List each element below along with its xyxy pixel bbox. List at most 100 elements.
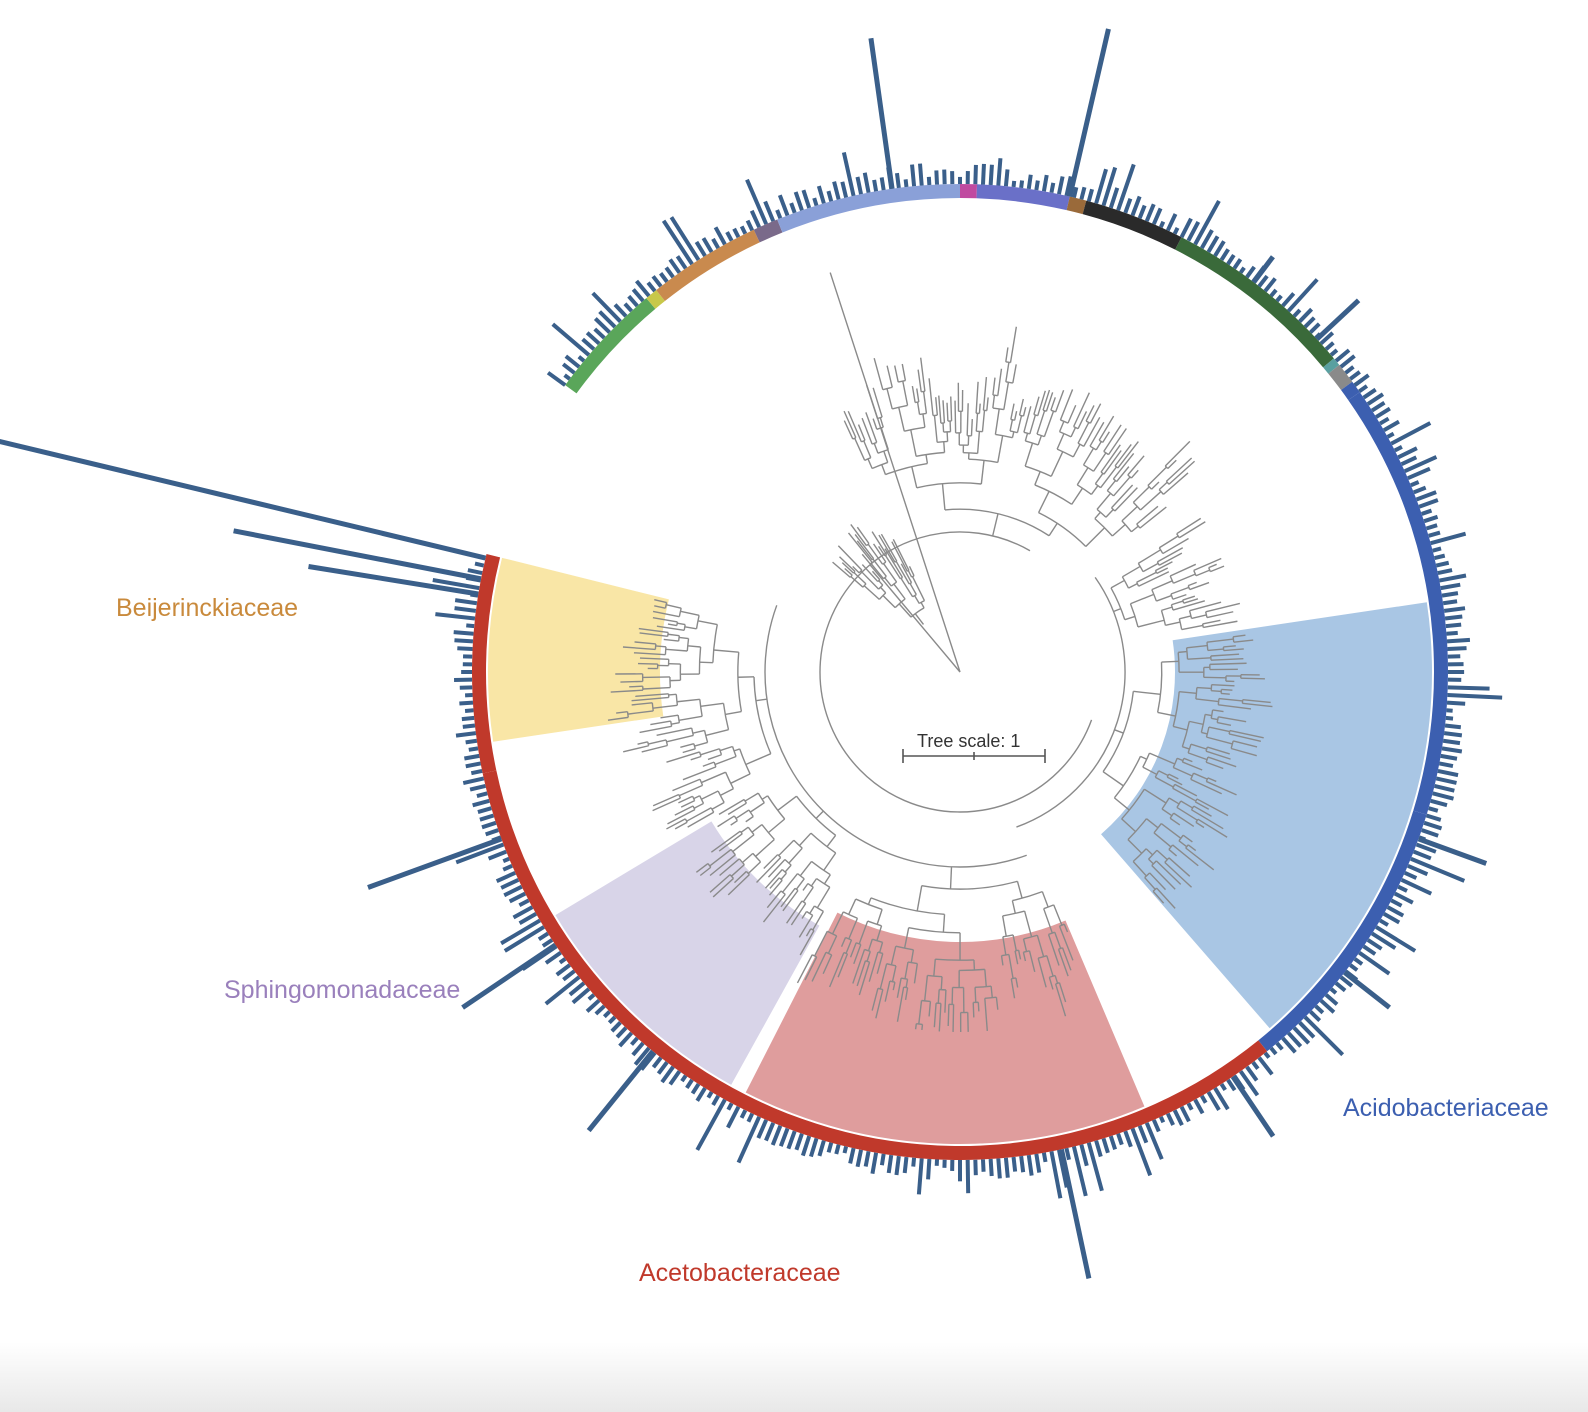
- bar: [1086, 1142, 1104, 1192]
- branch-arc: [921, 999, 931, 1003]
- bar: [1435, 560, 1450, 568]
- bar: [786, 1130, 797, 1150]
- branch-arc: [724, 771, 735, 790]
- branch-arc: [807, 882, 814, 888]
- branch-arc: [944, 508, 1050, 537]
- branch-radial: [756, 857, 782, 883]
- bar: [1186, 1102, 1194, 1111]
- bar: [916, 1158, 924, 1195]
- branch-radial: [1121, 818, 1137, 833]
- branch-radial: [1170, 586, 1190, 595]
- bar: [1200, 1094, 1208, 1104]
- branch-radial: [1127, 455, 1145, 476]
- bar: [778, 1127, 790, 1147]
- branch-radial: [1010, 403, 1015, 420]
- bar: [435, 612, 476, 621]
- branch-arc: [745, 870, 750, 876]
- branch-radial: [1022, 407, 1027, 417]
- branch-radial: [1165, 457, 1193, 482]
- branch-radial: [694, 741, 708, 747]
- branch-radial: [805, 928, 812, 937]
- bar: [1213, 240, 1226, 257]
- branch-radial: [607, 716, 629, 721]
- branch-radial: [1054, 975, 1059, 984]
- branch-arc: [677, 715, 681, 723]
- branch-radial: [1067, 404, 1077, 424]
- branch-radial: [1230, 747, 1257, 757]
- bar: [1362, 944, 1377, 956]
- branch-radial: [972, 1002, 975, 1018]
- branch-radial: [1048, 522, 1058, 537]
- branch-radial: [815, 810, 824, 819]
- ring-segment-darkgreen-13: [1175, 237, 1334, 368]
- branch-arc: [1170, 604, 1174, 611]
- branch-radial: [1168, 797, 1180, 805]
- branch-radial: [1174, 783, 1198, 797]
- bar: [1334, 348, 1351, 363]
- branch-arc: [1151, 860, 1157, 867]
- branch-radial: [1233, 740, 1258, 748]
- bar: [826, 1142, 834, 1153]
- branch-radial: [1158, 552, 1183, 566]
- branch-radial: [1157, 547, 1184, 563]
- branch-radial: [1077, 422, 1090, 444]
- branch-radial: [1168, 460, 1196, 485]
- bar: [555, 963, 571, 977]
- clade-highlight-wedges: [488, 557, 1433, 1144]
- bar: [1238, 266, 1246, 274]
- bar: [1003, 1157, 1010, 1178]
- branch-radial: [1217, 721, 1232, 726]
- branch-radial: [740, 826, 749, 833]
- branch-radial: [1142, 562, 1159, 573]
- bar: [1382, 419, 1400, 432]
- branch-radial: [1008, 954, 1014, 979]
- branch-radial: [710, 830, 741, 853]
- bar: [1298, 1021, 1316, 1039]
- bar: [1349, 963, 1359, 972]
- branch-radial: [1050, 397, 1056, 411]
- bar: [745, 219, 755, 232]
- branch-arc: [858, 569, 863, 574]
- branch-radial: [1137, 619, 1165, 628]
- bar: [1049, 182, 1056, 194]
- bar: [1444, 614, 1463, 621]
- branch-arc: [1172, 691, 1180, 727]
- branch-radial: [1208, 726, 1230, 733]
- branch-radial: [697, 620, 718, 626]
- branch-radial: [1211, 689, 1222, 693]
- clade-label-acetobacteraceae: Acetobacteraceae: [639, 1259, 841, 1287]
- branch-radial: [1187, 657, 1211, 660]
- bar: [1358, 950, 1391, 976]
- bar: [1281, 292, 1296, 308]
- branch-arc: [1005, 361, 1011, 364]
- branch-arc: [677, 635, 680, 642]
- branch-radial: [928, 378, 934, 416]
- branch-radial: [829, 272, 961, 673]
- branch-radial: [974, 987, 977, 1003]
- branch-radial: [1136, 571, 1157, 583]
- branch-radial: [848, 918, 859, 940]
- branch-radial: [1229, 729, 1264, 739]
- branch-radial: [680, 610, 700, 617]
- branch-arc: [1205, 756, 1209, 763]
- bar: [544, 950, 562, 965]
- branch-arc: [901, 977, 908, 980]
- bar: [775, 209, 783, 220]
- branch-radial: [844, 567, 853, 576]
- bar: [690, 1082, 701, 1095]
- bar: [462, 723, 476, 729]
- branch-arc: [1152, 887, 1158, 892]
- ring-segment-lightblue-8: [777, 184, 960, 233]
- branch-radial: [856, 526, 870, 545]
- bar: [801, 189, 812, 209]
- branch-radial: [1110, 484, 1134, 509]
- ring-segment-blue-16: [1341, 381, 1360, 401]
- bar: [855, 1149, 863, 1168]
- branch-radial: [1164, 861, 1193, 888]
- branch-radial: [666, 751, 700, 763]
- bar: [455, 731, 477, 738]
- bar: [1123, 197, 1133, 214]
- taxonomy-color-ring: [472, 184, 1448, 1160]
- branch-radial: [1113, 607, 1122, 613]
- bar: [1415, 490, 1437, 502]
